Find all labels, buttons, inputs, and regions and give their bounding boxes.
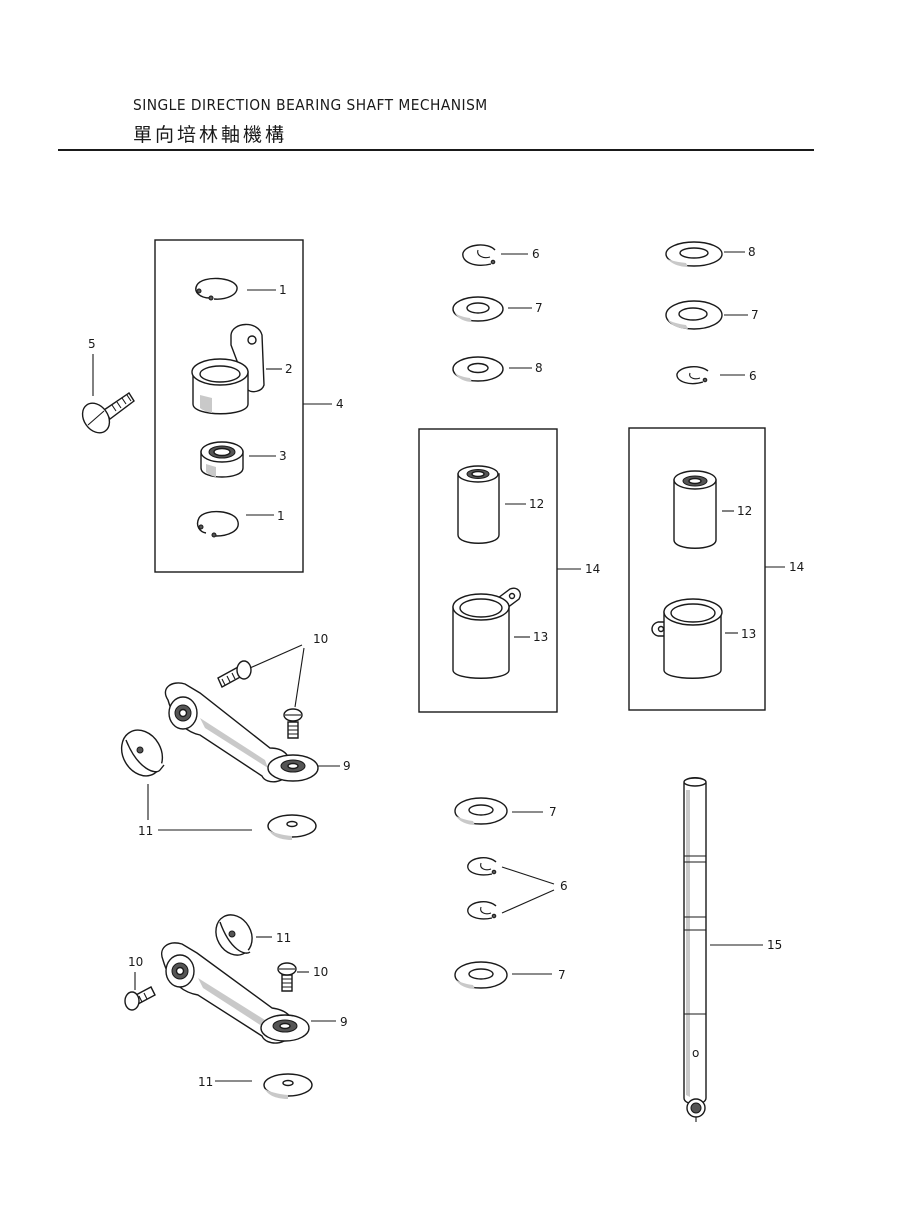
shaft-mark: o — [692, 1046, 699, 1060]
callout-5: 5 — [88, 337, 96, 351]
callout-13-middle: 13 — [533, 630, 548, 644]
washer-part-8-middle — [452, 356, 504, 382]
e-clip-part-6-middle-lower-b — [467, 901, 497, 920]
callout-12-middle: 12 — [529, 497, 544, 511]
callout-1-bottom: 1 — [277, 509, 285, 523]
clutch-bearing-part-12-middle — [457, 465, 500, 544]
washer-part-7-middle-top — [452, 296, 504, 322]
screw-part-10-lower-a — [277, 962, 297, 992]
callout-7-middle-top: 7 — [535, 301, 543, 315]
callout-6-middle-top: 6 — [532, 247, 540, 261]
washer-part-7-right — [665, 300, 723, 330]
callout-11-upper: 11 — [138, 824, 153, 838]
clutch-housing-part-13-right — [651, 598, 723, 679]
screw-part-10-upper-b — [283, 708, 303, 739]
washer-part-7-middle-lower-1 — [454, 797, 508, 825]
title-chinese: 單向培林軸機構 — [133, 124, 288, 146]
screw-part-10-upper-a — [217, 660, 252, 688]
washer-part-7-middle-lower-2 — [454, 961, 508, 989]
e-clip-part-6-middle — [462, 244, 496, 266]
link-arm-part-9-lower — [161, 942, 310, 1044]
callout-11-lower-a: 11 — [276, 931, 291, 945]
assembly-14-right-box — [628, 427, 766, 711]
bearing-housing-part-2 — [191, 323, 265, 415]
title-rule — [58, 149, 814, 151]
callout-10-lower-b: 10 — [128, 955, 143, 969]
callout-1-top: 1 — [279, 283, 287, 297]
callout-7-middle-lower-2: 7 — [558, 968, 566, 982]
e-clip-part-6-middle-lower-a — [467, 857, 497, 876]
callout-11-lower-b: 11 — [198, 1075, 213, 1089]
callout-6-middle-lower: 6 — [560, 879, 568, 893]
callout-13-right: 13 — [741, 627, 756, 641]
link-arm-part-9-upper — [164, 682, 319, 783]
callout-4: 4 — [336, 397, 344, 411]
retaining-ring-part-1-bottom — [196, 511, 239, 538]
washer-part-11-lower-b — [263, 1073, 313, 1099]
callout-3: 3 — [279, 449, 287, 463]
callout-10-upper: 10 — [313, 632, 328, 646]
washer-part-11-upper-b — [267, 814, 317, 840]
callout-12-right: 12 — [737, 504, 752, 518]
callout-14-right: 14 — [789, 560, 804, 574]
callout-8-right: 8 — [748, 245, 756, 259]
retaining-ring-part-1-top — [195, 277, 238, 301]
callout-15: 15 — [767, 938, 782, 952]
shaft-part-15 — [683, 777, 707, 1122]
callout-6-right: 6 — [749, 369, 757, 383]
screw-part-10-lower-b — [124, 986, 156, 1011]
e-clip-part-6-right — [676, 366, 709, 385]
callout-7-right: 7 — [751, 308, 759, 322]
washer-part-11-upper-a — [120, 729, 165, 777]
callout-2: 2 — [285, 362, 293, 376]
callout-14-middle: 14 — [585, 562, 600, 576]
assembly-14-middle-box — [418, 428, 558, 713]
assembly-4-box — [154, 239, 304, 573]
screw-part-5 — [81, 392, 135, 434]
bearing-part-3 — [200, 441, 244, 478]
callout-10-lower-a: 10 — [313, 965, 328, 979]
washer-part-11-lower-a — [215, 914, 253, 956]
callout-7-middle-lower-1: 7 — [549, 805, 557, 819]
washer-part-8-right — [665, 241, 723, 267]
clutch-bearing-part-12-right — [673, 470, 717, 549]
title-english: SINGLE DIRECTION BEARING SHAFT MECHANISM — [133, 96, 488, 114]
callout-8-middle: 8 — [535, 361, 543, 375]
clutch-housing-part-13-middle — [452, 587, 521, 679]
callout-9-lower: 9 — [340, 1015, 348, 1029]
callout-9-upper: 9 — [343, 759, 351, 773]
